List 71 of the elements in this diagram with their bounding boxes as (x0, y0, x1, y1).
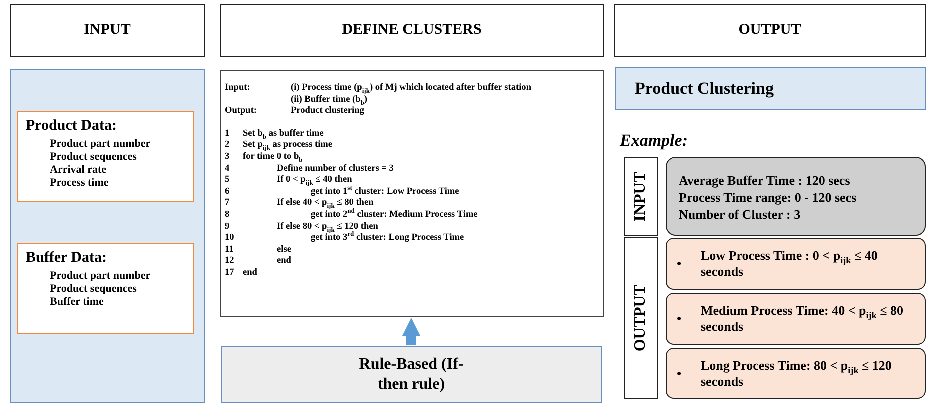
code-line: get into 1$^{st}$ cluster: Low Process Time (311, 186, 460, 198)
code-line: end (277, 256, 292, 268)
line-number: 10 (225, 233, 234, 245)
list-item: Product part number (50, 270, 152, 283)
code-line: get into 3$^{rd}$ cluster: Long Process Time (311, 233, 464, 245)
vertical-label (624, 237, 658, 399)
line-number: 7 (225, 198, 230, 210)
line-number: 1 (225, 128, 230, 140)
vertical-label (624, 157, 658, 236)
input-box (666, 157, 926, 236)
info-line: Number of Cluster : 3 (679, 206, 802, 223)
code-line: else (277, 244, 292, 256)
bullet: • (677, 256, 683, 272)
vertical-text: INPUT (632, 172, 650, 222)
field-label: Input: (225, 83, 250, 95)
line-number: 4 (225, 164, 230, 176)
example-label: Example: (620, 131, 688, 151)
code-line: get into 2$^{nd}$ cluster: Medium Process Time (311, 210, 478, 222)
code-line: Product clustering (291, 106, 364, 118)
line-number: 17 (225, 268, 234, 280)
section-band (615, 67, 926, 110)
card-title: Buffer Data: (26, 250, 108, 267)
list-item: Product sequences (50, 283, 138, 296)
info-line: Process Time range: 0 - 120 secs (679, 189, 858, 206)
code-line: end (243, 268, 258, 280)
list-item: Process time (50, 177, 110, 190)
field-label: Output: (225, 106, 258, 118)
card-title: Product Data: (26, 118, 118, 135)
code-line: (ii) Buffer time (b$_{b}$) (291, 94, 368, 106)
band-title: Product Clustering (635, 78, 774, 98)
data-card (17, 111, 194, 202)
code-line: Set b$_{b}$ as buffer time (243, 128, 324, 140)
section-header (220, 4, 604, 57)
section-header (614, 4, 926, 57)
bullet-text: Medium Process Time: 40 < p$_{ijk}$ ≤ 80 seconds (701, 303, 904, 335)
line-number: 9 (225, 222, 230, 234)
header-text: OUTPUT (738, 22, 802, 39)
code-line: for time 0 to b$_{b}$ (243, 152, 303, 164)
pseudocode-box (220, 70, 604, 317)
line-number: 8 (225, 210, 230, 222)
vertical-text: OUTPUT (632, 284, 650, 352)
data-card (17, 243, 194, 334)
header-text: INPUT (84, 22, 131, 39)
info-line: Average Buffer Time : 120 secs (679, 172, 852, 189)
code-line: If else 40 < p$_{ijk}$ ≤ 80 then (277, 198, 374, 210)
list-item: Product sequences (50, 151, 138, 164)
line-number: 2 (225, 140, 230, 152)
bullet: • (677, 311, 683, 327)
input-panel (10, 69, 205, 403)
list-item: Product part number (50, 138, 152, 151)
code-line: Define number of clusters = 3 (277, 164, 394, 176)
line-number: 5 (225, 175, 230, 187)
code-line: Set p$_{ijk}$ as process time (243, 140, 333, 152)
list-item: Buffer time (50, 296, 105, 309)
bullet: • (677, 366, 683, 382)
header-text: DEFINE CLUSTERS (342, 22, 482, 39)
list-item: Arrival rate (50, 164, 108, 177)
output-box (666, 238, 926, 290)
code-line: If 0 < p$_{ijk}$ ≤ 40 then (277, 175, 352, 187)
line-number: 12 (225, 256, 234, 268)
output-box (666, 293, 926, 345)
line-number: 3 (225, 152, 230, 164)
code-line: (i) Process time (p$_{ijk}$) of Mj which located after buffer station (291, 83, 532, 95)
section-header (10, 4, 205, 57)
line-number: 6 (225, 186, 230, 198)
box-title: Rule-Based (If-then rule) (358, 354, 465, 394)
line-number: 11 (225, 244, 234, 256)
block-arrow (402, 318, 420, 345)
bullet-text: Low Process Time : 0 < p$_{ijk}$ ≤ 40 seconds (701, 248, 879, 280)
output-box (666, 348, 926, 399)
bullet-text: Long Process Time: 80 < p$_{ijk}$ ≤ 120 seconds (701, 358, 893, 390)
